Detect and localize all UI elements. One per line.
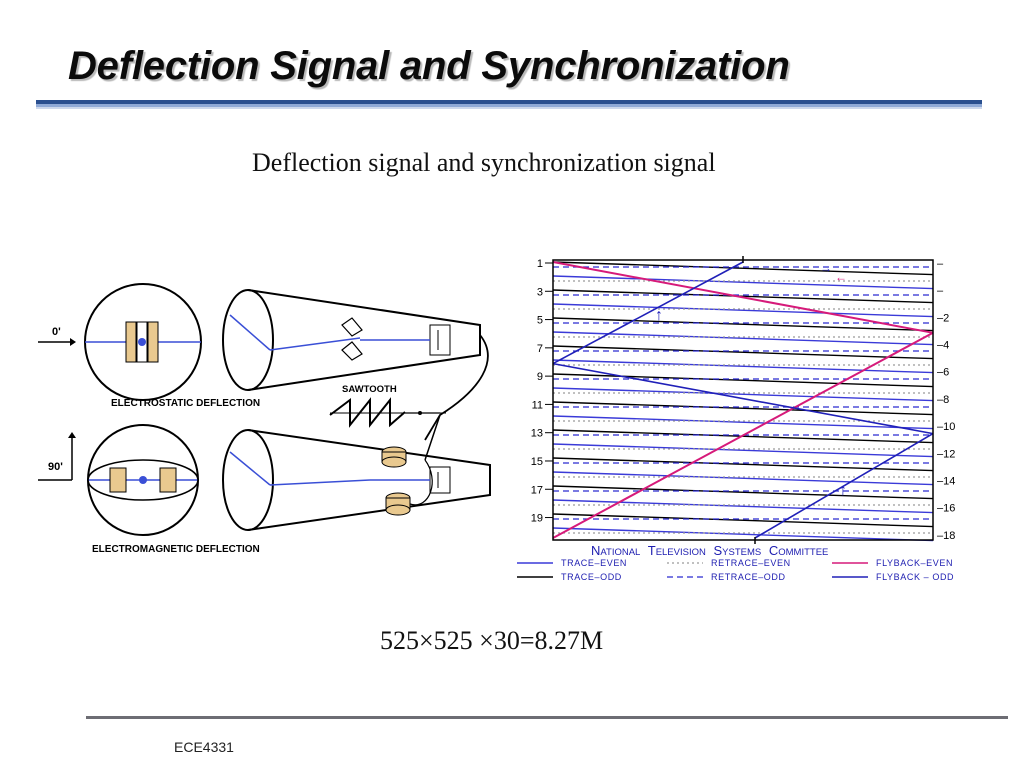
left-tick-label: 1 bbox=[537, 258, 543, 270]
angle-arrow-top: 0' bbox=[38, 326, 76, 346]
trace-even-line bbox=[552, 471, 934, 486]
trace-odd-line bbox=[552, 401, 934, 416]
footer-rule bbox=[86, 716, 1008, 719]
right-tick-label: – bbox=[937, 285, 944, 297]
right-tick-label: –8 bbox=[937, 394, 949, 406]
scan-lines: ↑ ↑ →← bbox=[552, 256, 934, 544]
trace-even-line bbox=[552, 499, 934, 514]
right-tick-label: –16 bbox=[937, 503, 955, 515]
left-tick-label: 11 bbox=[532, 399, 543, 411]
legend-label: TRACE–ODD bbox=[561, 572, 622, 582]
flyback-odd-line bbox=[552, 362, 934, 435]
legend-label: RETRACE–ODD bbox=[711, 572, 786, 582]
flyback-even-line bbox=[552, 261, 934, 334]
ntsc-heading: NATIONAL TELEVISION SYSTEMS COMMITTEE bbox=[591, 543, 828, 558]
right-tick-label: –18 bbox=[937, 530, 955, 542]
left-tick-label: 19 bbox=[531, 513, 543, 525]
legend-label: FLYBACK – ODD bbox=[876, 572, 954, 582]
trace-odd-line bbox=[552, 373, 934, 388]
slide-title: Deflection Signal and Synchronization bbox=[68, 44, 790, 88]
right-tick-label: –6 bbox=[937, 367, 949, 379]
sawtooth-waveform: SAWTOOTH bbox=[329, 384, 446, 428]
trace-odd-line bbox=[552, 485, 934, 500]
footer-course-code: ECE4331 bbox=[174, 739, 234, 755]
trace-odd-line bbox=[552, 457, 934, 472]
angle-bottom-label: 90' bbox=[48, 461, 63, 473]
right-tick-label: –10 bbox=[937, 421, 955, 433]
trace-odd-line bbox=[552, 261, 934, 276]
right-tick-label: – bbox=[937, 258, 944, 270]
flyback-even-line bbox=[552, 331, 934, 539]
scan-legend: TRACE–EVEN TRACE–ODD RETRACE–EVEN RETRACE–O… bbox=[517, 558, 954, 582]
right-tick-label: –12 bbox=[937, 448, 955, 460]
legend-label: RETRACE–EVEN bbox=[711, 558, 791, 568]
trace-even-line bbox=[552, 331, 934, 346]
scan-frame bbox=[552, 259, 934, 541]
trace-odd-line bbox=[552, 513, 934, 528]
electrostatic-label: ELECTROSTATIC DEFLECTION bbox=[111, 398, 260, 409]
direction-arrow: → bbox=[820, 261, 832, 275]
left-tick-label: 3 bbox=[537, 286, 543, 298]
trace-even-line bbox=[552, 527, 934, 542]
direction-arrow: ↑ bbox=[839, 482, 847, 499]
electrostatic-crt-front bbox=[84, 283, 202, 401]
sawtooth-label: SAWTOOTH bbox=[342, 384, 397, 395]
trace-odd-line bbox=[552, 317, 934, 332]
slide-subtitle: Deflection signal and synchronization si… bbox=[252, 148, 716, 177]
right-tick-label: –4 bbox=[937, 340, 949, 352]
formula: 525×525 ×30=8.27M bbox=[380, 626, 604, 655]
right-tick-label: –14 bbox=[937, 475, 955, 487]
trace-even-line bbox=[552, 359, 934, 374]
trace-odd-line bbox=[552, 345, 934, 360]
flyback-odd-line bbox=[754, 432, 934, 539]
trace-even-line bbox=[552, 387, 934, 402]
left-tick-label: 5 bbox=[537, 315, 543, 327]
trace-even-line bbox=[552, 303, 934, 318]
angle-top-label: 0' bbox=[52, 326, 61, 338]
electrostatic-crt-side bbox=[222, 289, 481, 391]
right-axis-ticks: – – –2 –4 –6 –8 –10 –12 –14 –16 –18 bbox=[937, 258, 955, 542]
left-tick-label: 13 bbox=[531, 428, 543, 440]
electromagnetic-crt-side bbox=[222, 429, 491, 531]
left-tick-label: 9 bbox=[537, 371, 543, 383]
left-tick-label: 7 bbox=[537, 343, 543, 355]
legend-label: TRACE–EVEN bbox=[561, 558, 627, 568]
trace-even-line bbox=[552, 443, 934, 458]
electromagnetic-label: ELECTROMAGNETIC DEFLECTION bbox=[92, 544, 260, 555]
trace-odd-line bbox=[552, 289, 934, 304]
direction-arrow: ↑ bbox=[655, 307, 663, 324]
direction-arrow: ← bbox=[835, 270, 847, 284]
electromagnetic-crt-front bbox=[87, 424, 199, 536]
legend-label: FLYBACK–EVEN bbox=[876, 558, 953, 568]
angle-arrow-bottom: 90' bbox=[38, 432, 76, 481]
cable bbox=[424, 334, 489, 461]
trace-even-line bbox=[552, 275, 934, 290]
trace-even-line bbox=[552, 415, 934, 430]
title-rule bbox=[36, 100, 982, 109]
left-tick-label: 15 bbox=[531, 456, 543, 468]
right-tick-label: –2 bbox=[937, 312, 949, 324]
left-tick-label: 17 bbox=[531, 484, 543, 496]
crt-deflection-diagram: 0' ELECTROSTATIC DEFLECTION SAWTOOTH bbox=[38, 283, 491, 555]
flyback-odd-line bbox=[552, 261, 744, 365]
